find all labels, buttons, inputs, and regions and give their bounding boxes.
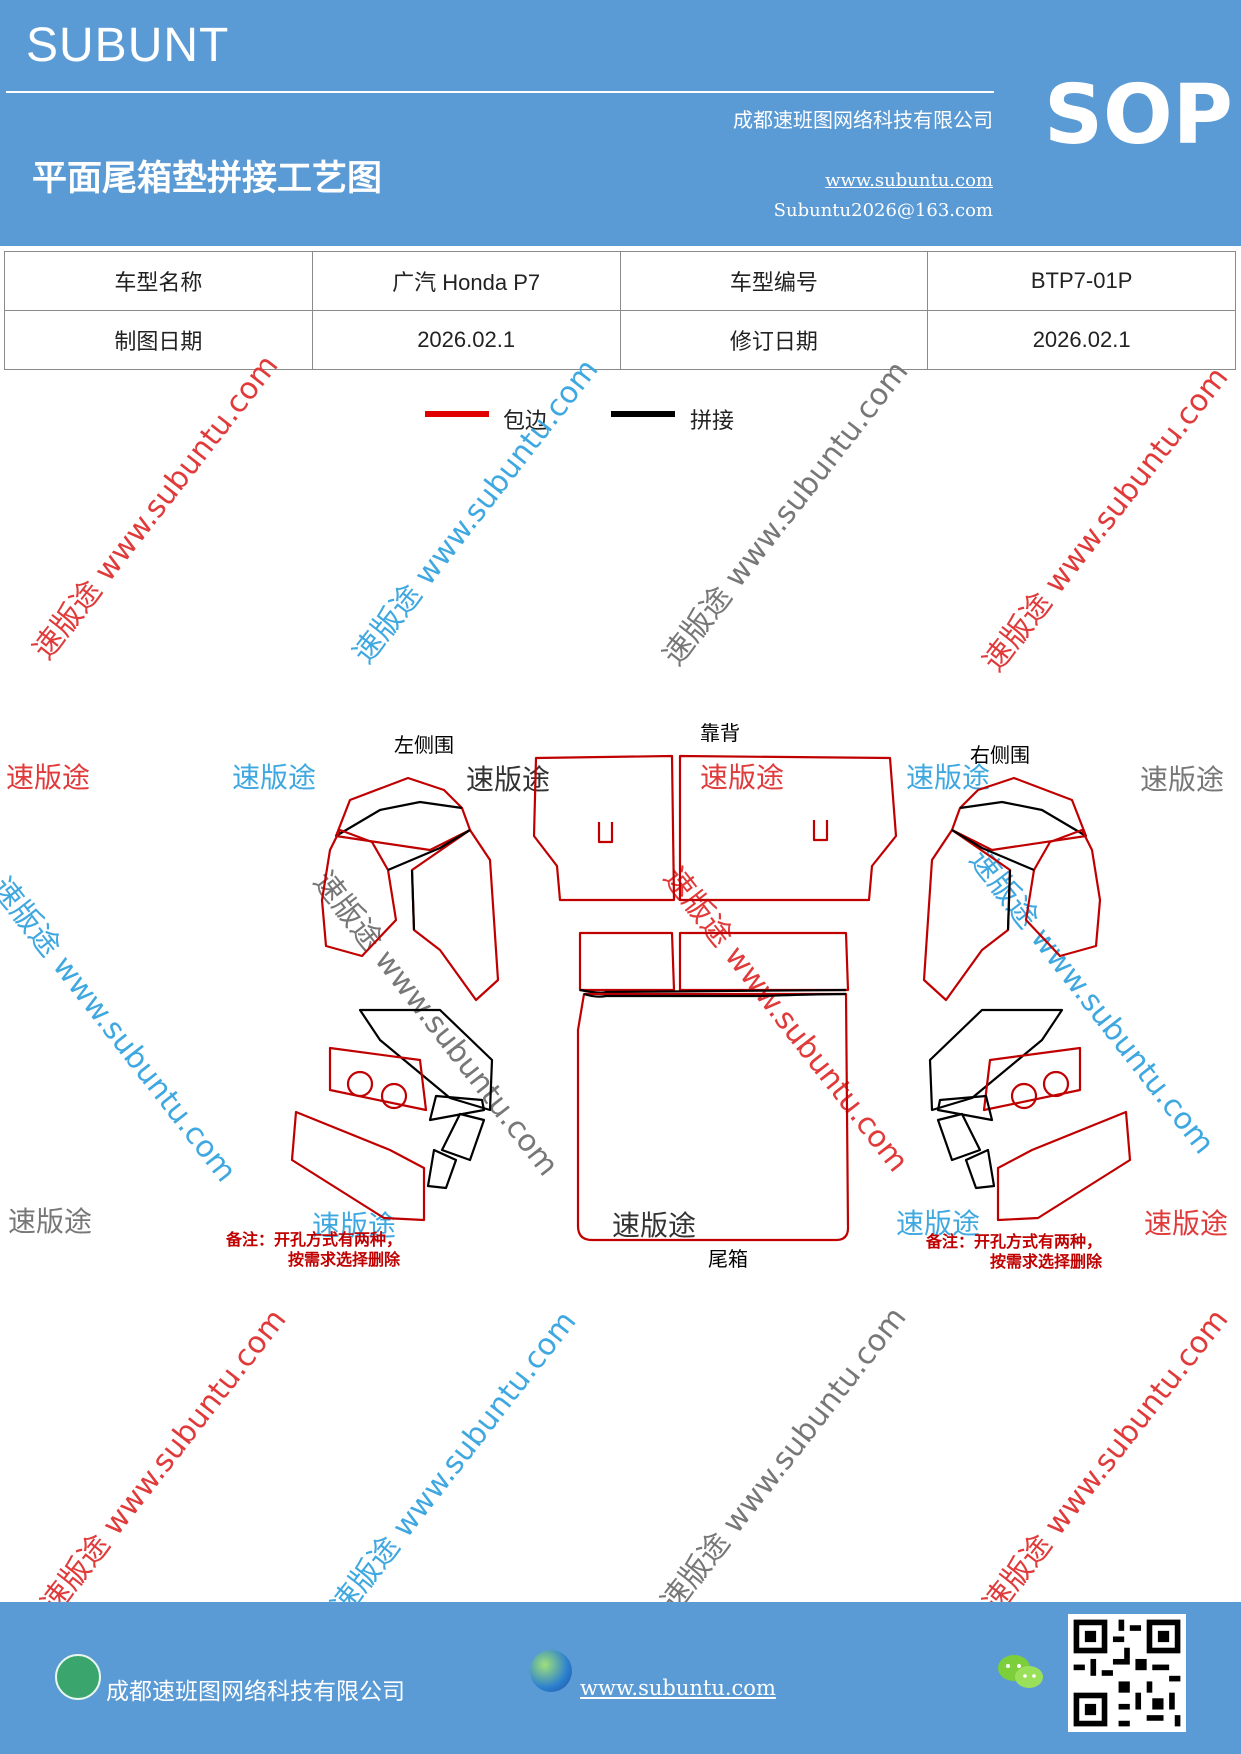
right-side-main-seam: [951, 829, 1035, 931]
left-side-main: [410, 828, 500, 1002]
model-code-value: BTP7-01P: [927, 251, 1236, 311]
right-side-top: [950, 776, 1088, 852]
hole-icon: [1042, 1070, 1070, 1098]
left-side-lower: [358, 1008, 494, 1112]
left-side-top: [334, 776, 472, 852]
brand-name: SUBUNT: [26, 19, 230, 72]
watermark-brand: 速版途: [1140, 763, 1225, 796]
document-title: 平面尾箱垫拼接工艺图: [32, 159, 383, 199]
hole-icon: [380, 1082, 408, 1110]
note-left-line1: 备注：开孔方式有两种，: [225, 1230, 402, 1249]
home-icon: [55, 1654, 101, 1700]
right-side-top-inner: [959, 800, 1087, 837]
watermark-brand: 速版途: [1144, 1207, 1229, 1240]
legend-seam-swatch: [611, 411, 675, 417]
trunk-floor-panel: [576, 992, 850, 1242]
header-banner: [0, 0, 1241, 246]
watermark-brand: 速版途: [896, 1207, 981, 1240]
hole-icon: [1010, 1082, 1038, 1110]
model-name-value: 广汽 Honda P7: [311, 251, 621, 311]
table-row: 车型名称 广汽 Honda P7 车型编号 BTP7-01P: [4, 251, 1236, 311]
model-code-label: 车型编号: [619, 251, 929, 311]
strip-left: [578, 931, 676, 992]
watermark-brand: 速版途: [906, 761, 991, 794]
strip-right: [678, 931, 850, 992]
legend-seam-label: 拼接: [690, 409, 735, 434]
globe-icon: [530, 1650, 572, 1692]
trunk-floor-seam: [583, 992, 847, 998]
model-name-label: 车型名称: [4, 251, 313, 311]
left-side-main-seam: [387, 829, 471, 931]
note-left-line2: 按需求选择删除: [288, 1250, 401, 1269]
table-row: 制图日期 2026.02.1 修订日期 2026.02.1: [4, 310, 1236, 370]
note-right-line2: 按需求选择删除: [990, 1252, 1103, 1271]
right-corner: [996, 1110, 1132, 1222]
backrest-left-slot: [597, 822, 614, 844]
info-table: 车型名称 广汽 Honda P7 车型编号 BTP7-01P 制图日期 2026…: [4, 251, 1236, 370]
backrest-left-panel: [532, 754, 676, 902]
footer-company: 成都速班图网络科技有限公司: [106, 1679, 405, 1705]
right-hole-panel: [982, 1046, 1082, 1112]
left-hole-panel: [328, 1046, 428, 1112]
watermark-brand: 速版途: [612, 1209, 697, 1242]
watermark-brand: 速版途: [6, 761, 91, 794]
right-side-main: [922, 828, 1012, 1002]
legend-edge-swatch: [425, 411, 489, 417]
trunk-label: 尾箱: [708, 1247, 748, 1271]
watermark-brand: 速版途: [232, 761, 317, 794]
revise-date-value: 2026.02.1: [927, 310, 1236, 370]
header-divider: [6, 91, 994, 93]
watermark-brand: 速版途: [8, 1205, 93, 1238]
left-corner: [290, 1110, 426, 1222]
draw-date-value: 2026.02.1: [311, 310, 621, 370]
header-email: Subuntu2026@163.com: [773, 200, 993, 221]
draw-date-label: 制图日期: [4, 310, 313, 370]
left-small-pieces: [426, 1094, 486, 1190]
left-side-top-inner: [335, 800, 463, 837]
right-small-pieces: [936, 1094, 996, 1190]
header-url-link[interactable]: www.subuntu.com: [825, 170, 993, 191]
right-side-arch: [1024, 828, 1102, 958]
right-side-label: 右侧围: [970, 743, 1030, 767]
watermark-brand: 速版途: [700, 761, 785, 794]
strip-seam: [579, 988, 847, 994]
footer-url-link[interactable]: www.subuntu.com: [580, 1676, 776, 1700]
wechat-icon: [998, 1655, 1043, 1688]
header-company: 成都速班图网络科技有限公司: [733, 108, 993, 132]
qr-code: [1068, 1614, 1186, 1732]
left-side-arch: [320, 828, 398, 958]
backrest-label: 靠背: [700, 721, 740, 745]
left-side-label: 左侧围: [394, 733, 454, 757]
hole-icon: [346, 1070, 374, 1098]
backrest-right-panel: [678, 754, 898, 902]
watermark-brand: 速版途: [312, 1209, 397, 1242]
sop-label: SOP: [1044, 68, 1233, 163]
backrest-right-slot: [812, 820, 829, 842]
note-right-line1: 备注：开孔方式有两种，: [925, 1232, 1102, 1251]
revise-date-label: 修订日期: [619, 310, 929, 370]
right-side-lower: [928, 1008, 1064, 1112]
legend-edge-label: 包边: [503, 409, 548, 434]
